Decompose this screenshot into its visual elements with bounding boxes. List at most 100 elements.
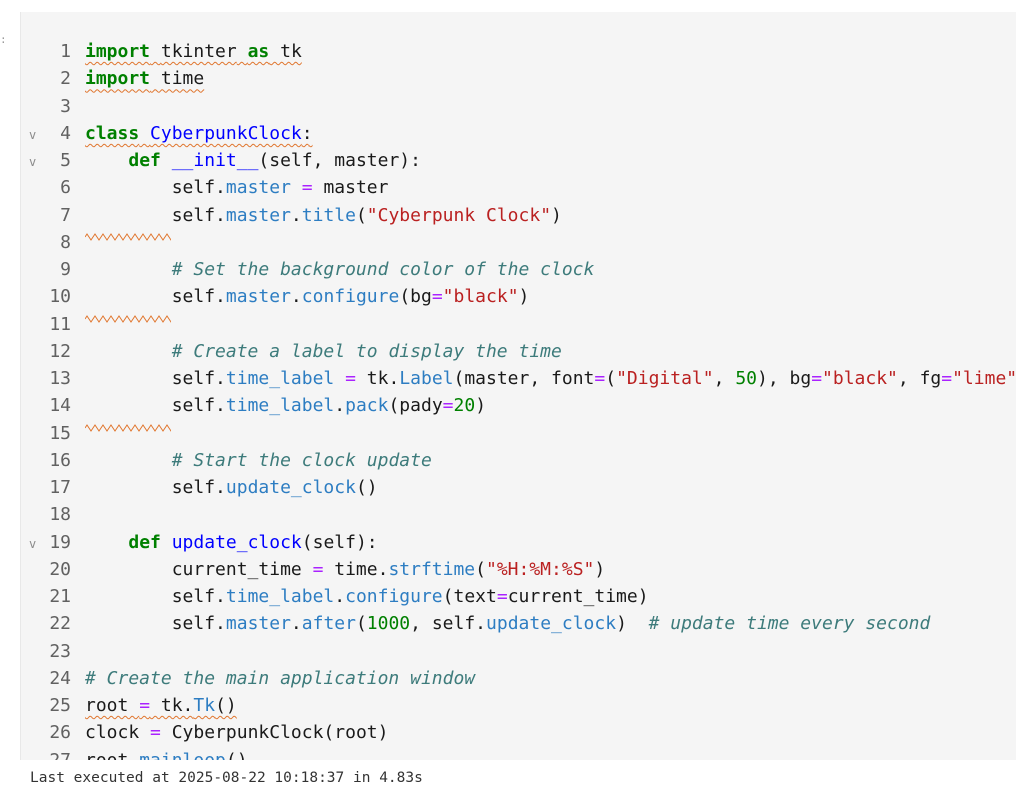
operator: = (150, 722, 161, 744)
code-content: # Create a label to display the time (85, 338, 562, 365)
attribute: title (301, 204, 356, 226)
code-content: self.time_label.configure(text=current_t… (85, 583, 649, 610)
string-literal: "black" (822, 368, 898, 389)
keyword: def (128, 531, 161, 553)
keyword: class (85, 122, 140, 144)
code-text: (self): (301, 531, 378, 553)
code-text: root (85, 695, 140, 716)
fold-toggle-icon[interactable]: v (29, 155, 37, 169)
code-line[interactable]: 6 self.master = master (21, 174, 1016, 201)
code-line[interactable]: 7 self.master.title("Cyberpunk Clock") (21, 202, 1016, 229)
code-text: () (355, 477, 378, 498)
line-number: 23 (49, 640, 71, 662)
attribute: master (225, 177, 291, 199)
code-text: tkinter (160, 41, 237, 62)
line-number: 12 (49, 340, 71, 362)
code-line[interactable]: 21 self.time_label.configure(text=curren… (21, 583, 1016, 610)
function-name: __init__ (171, 150, 259, 171)
code-line[interactable]: 15 (21, 420, 1016, 447)
string-literal: "%H:%M:%S" (486, 558, 595, 580)
comment: # Start the clock update (171, 449, 432, 471)
string-literal: "lime" (952, 368, 1016, 389)
code-text: . (290, 613, 302, 635)
code-text: current_time) (507, 586, 649, 607)
code-text: tk. (150, 695, 194, 716)
code-text (85, 532, 128, 553)
keyword: def (128, 150, 161, 171)
operator: = (594, 368, 606, 389)
fold-toggle-icon[interactable]: v (29, 127, 37, 142)
code-text (161, 532, 172, 553)
code-line[interactable]: 9 # Set the background color of the cloc… (21, 256, 1016, 283)
code-line[interactable]: 20 current_time = time.strftime("%H:%M:%… (21, 556, 1016, 583)
class-name: CyberpunkClock (150, 122, 302, 144)
code-text: (self, master): (258, 150, 421, 171)
code-text: ( (355, 204, 367, 226)
number-literal: 20 (453, 395, 476, 417)
code-text: time. (323, 558, 389, 580)
code-line[interactable]: 24# Create the main application window (21, 665, 1016, 692)
line-number: 27 (49, 749, 71, 761)
line-number: 14 (49, 395, 71, 417)
code-line[interactable]: 14 self.time_label.pack(pady=20) (21, 392, 1016, 419)
operator: = (431, 286, 443, 308)
fold-toggle-icon[interactable]: v (29, 536, 37, 551)
attribute: after (301, 613, 356, 635)
code-text: ) (594, 558, 606, 580)
code-text: . (334, 586, 346, 607)
code-line[interactable]: 17 self.update_clock() (21, 474, 1016, 501)
attribute: master (225, 204, 291, 226)
comment: # update time every second (648, 613, 931, 635)
code-text: ), bg (757, 368, 812, 389)
operator: = (496, 586, 508, 607)
code-line[interactable]: 3 (21, 93, 1016, 120)
code-text: tk. (355, 368, 400, 389)
code-content: def __init__(self, master): (85, 147, 421, 174)
code-line[interactable]: 8 (21, 229, 1016, 256)
code-content: self.master.title("Cyberpunk Clock") (85, 202, 562, 229)
code-text: self. (85, 286, 226, 308)
attribute: mainloop (139, 749, 226, 761)
code-line[interactable]: 23 (21, 638, 1016, 665)
code-line[interactable]: 12 # Create a label to display the time (21, 338, 1016, 365)
lint-warning-squiggle (85, 232, 171, 241)
code-text: ) (551, 204, 562, 226)
attribute: update_clock (486, 613, 617, 635)
code-content: class CyberpunkClock: (85, 120, 313, 147)
keyword: as (247, 41, 270, 62)
keyword: import (85, 68, 151, 90)
code-line[interactable]: 18 (21, 501, 1016, 528)
code-text: self. (85, 613, 226, 635)
line-number: 11 (49, 313, 71, 335)
code-text (150, 41, 161, 62)
code-line[interactable]: 22 self.master.after(1000, self.update_c… (21, 610, 1016, 637)
attribute: Tk (193, 695, 216, 716)
line-number: 3 (60, 95, 71, 117)
code-text: root. (85, 749, 140, 761)
code-text (85, 259, 172, 280)
code-line[interactable]: 27 root.mainloop() (21, 747, 1016, 761)
cell-prompt: : (0, 33, 7, 46)
code-text: self. (85, 204, 226, 226)
code-line[interactable]: 16 # Start the clock update (21, 447, 1016, 474)
line-number: 20 (49, 558, 71, 580)
code-text: () (225, 749, 248, 761)
code-line[interactable]: 11 (21, 311, 1016, 338)
code-line[interactable]: 10 self.master.configure(bg="black") (21, 283, 1016, 310)
code-content: # Start the clock update (85, 447, 432, 474)
attribute: master (225, 613, 291, 635)
attribute: time_label (225, 368, 335, 389)
code-text: ) (475, 395, 487, 417)
code-line[interactable]: 13 self.time_label = tk.Label(master, fo… (21, 365, 1016, 392)
keyword: import (85, 41, 151, 62)
code-text: , fg (897, 368, 942, 389)
